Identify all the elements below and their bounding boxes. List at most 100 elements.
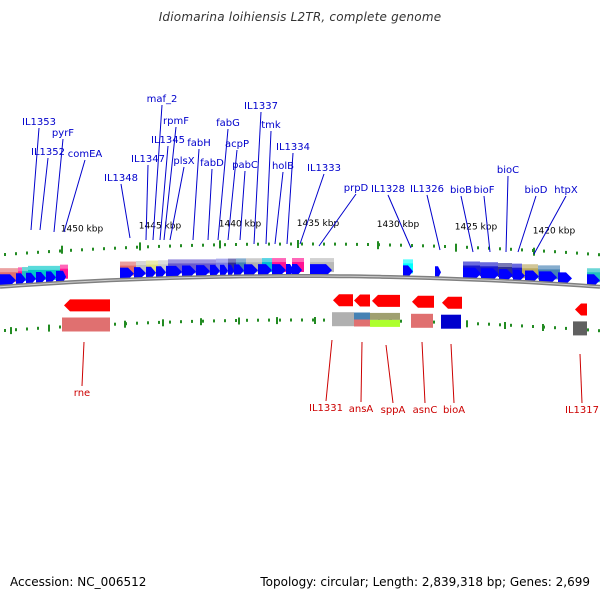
outer-minor-tick bbox=[510, 247, 512, 251]
inner-minor-tick bbox=[488, 322, 490, 326]
reverse-leader-line bbox=[450, 343, 455, 404]
inner-major-tick bbox=[466, 320, 468, 328]
reverse-leader-line bbox=[81, 341, 85, 387]
inner-minor-tick bbox=[532, 325, 534, 328]
forward-gene-arrow bbox=[539, 271, 557, 284]
outer-minor-tick bbox=[169, 244, 171, 248]
outer-minor-tick bbox=[323, 242, 325, 246]
forward-gene-arrow bbox=[234, 264, 244, 277]
forward-gene-label: fabG bbox=[216, 118, 240, 129]
forward-gene-arrow bbox=[16, 273, 26, 286]
forward-gene-label: pyrF bbox=[52, 128, 74, 139]
forward-gene-arrow bbox=[46, 271, 56, 284]
forward-cog-sheen bbox=[146, 260, 158, 265]
forward-gene-arrow bbox=[499, 269, 513, 282]
forward-gene-arrow bbox=[210, 264, 220, 277]
inner-minor-tick bbox=[257, 318, 259, 322]
inner-minor-tick bbox=[598, 329, 600, 333]
scale-major-tick bbox=[533, 247, 535, 256]
outer-minor-tick bbox=[433, 244, 435, 248]
forward-leader-line bbox=[505, 175, 509, 253]
reverse-cog-block bbox=[62, 317, 110, 332]
inner-minor-tick bbox=[59, 325, 61, 329]
inner-minor-tick bbox=[4, 329, 6, 332]
forward-gene-label: IL1333 bbox=[307, 163, 341, 174]
scale-tick-label: 1440 kbp bbox=[219, 219, 262, 229]
outer-minor-tick bbox=[224, 243, 226, 247]
inner-minor-tick bbox=[202, 319, 204, 323]
reverse-gene-arrow bbox=[333, 294, 353, 307]
forward-gene-label: htpX bbox=[554, 185, 578, 196]
outer-minor-tick bbox=[70, 248, 72, 252]
forward-cog-sheen bbox=[18, 267, 22, 272]
outer-minor-tick bbox=[576, 251, 578, 255]
outer-minor-tick bbox=[422, 244, 424, 248]
outer-minor-tick bbox=[4, 253, 6, 256]
forward-gene-label: prpD bbox=[344, 183, 369, 194]
forward-gene-label: bioC bbox=[497, 165, 519, 176]
forward-gene-arrow bbox=[463, 267, 481, 280]
forward-cog-sheen bbox=[168, 259, 216, 264]
outer-minor-tick bbox=[136, 245, 138, 249]
outer-minor-tick bbox=[587, 252, 589, 256]
forward-gene-label: IL1352 bbox=[31, 147, 65, 158]
forward-gene-label: IL1334 bbox=[276, 142, 310, 153]
forward-gene-arrow bbox=[60, 270, 66, 283]
outer-minor-tick bbox=[213, 243, 215, 247]
forward-cog-sheen bbox=[587, 268, 600, 273]
forward-gene-label: IL1347 bbox=[131, 154, 165, 165]
scale-major-tick bbox=[455, 243, 457, 252]
outer-minor-tick bbox=[37, 250, 39, 254]
forward-gene-arrow bbox=[196, 265, 210, 278]
outer-minor-tick bbox=[345, 242, 347, 246]
forward-gene-label: bioB bbox=[450, 185, 472, 196]
forward-gene-arrow bbox=[134, 267, 146, 280]
forward-cog-sheen bbox=[28, 265, 60, 270]
forward-gene-arrow bbox=[558, 272, 572, 285]
forward-gene-label: IL1337 bbox=[244, 101, 278, 112]
reverse-gene-label: rne bbox=[74, 388, 90, 399]
outer-minor-tick bbox=[125, 246, 127, 250]
inner-minor-tick bbox=[169, 320, 171, 324]
inner-minor-tick bbox=[312, 318, 314, 322]
inner-minor-tick bbox=[26, 327, 28, 331]
scale-major-tick bbox=[377, 241, 379, 250]
reverse-leader-line bbox=[385, 344, 394, 404]
forward-cog-sheen bbox=[538, 265, 560, 270]
forward-gene-arrow bbox=[403, 265, 413, 278]
forward-leader-line bbox=[274, 171, 284, 245]
forward-gene-arrow bbox=[244, 264, 258, 277]
reverse-gene-arrow bbox=[442, 296, 462, 309]
inner-minor-tick bbox=[279, 318, 281, 322]
forward-gene-label: IL1345 bbox=[151, 135, 185, 146]
inner-minor-tick bbox=[499, 323, 501, 327]
genome-stats-text: Topology: circular; Length: 2,839,318 bp… bbox=[260, 575, 590, 589]
inner-minor-tick bbox=[323, 318, 325, 322]
forward-leader-line bbox=[163, 126, 177, 241]
inner-minor-tick bbox=[213, 319, 215, 323]
outer-minor-tick bbox=[466, 245, 468, 249]
forward-gene-arrow bbox=[272, 264, 286, 277]
forward-cog-sheen bbox=[228, 258, 236, 263]
inner-minor-tick bbox=[37, 326, 39, 330]
forward-leader-line bbox=[483, 195, 491, 253]
forward-cog-block bbox=[60, 264, 68, 279]
forward-gene-arrow bbox=[310, 264, 332, 277]
reverse-leader-line bbox=[421, 341, 426, 404]
forward-leader-line bbox=[426, 194, 441, 251]
forward-gene-arrow bbox=[258, 264, 272, 277]
reverse-cog-block bbox=[441, 314, 461, 329]
outer-minor-tick bbox=[202, 243, 204, 247]
inner-major-tick bbox=[276, 317, 278, 325]
reverse-gene-label: sppA bbox=[381, 405, 406, 416]
inner-minor-tick bbox=[136, 321, 138, 325]
forward-gene-arrow bbox=[26, 272, 36, 285]
forward-cog-sheen bbox=[158, 260, 168, 265]
forward-leader-line bbox=[227, 149, 238, 241]
map-title: Idiomarina loihiensis L2TR, complete gen… bbox=[158, 10, 442, 24]
inner-minor-tick bbox=[180, 320, 182, 324]
forward-gene-label: IL1353 bbox=[22, 117, 56, 128]
forward-cog-sheen bbox=[120, 261, 136, 266]
forward-cog-block bbox=[136, 261, 146, 275]
